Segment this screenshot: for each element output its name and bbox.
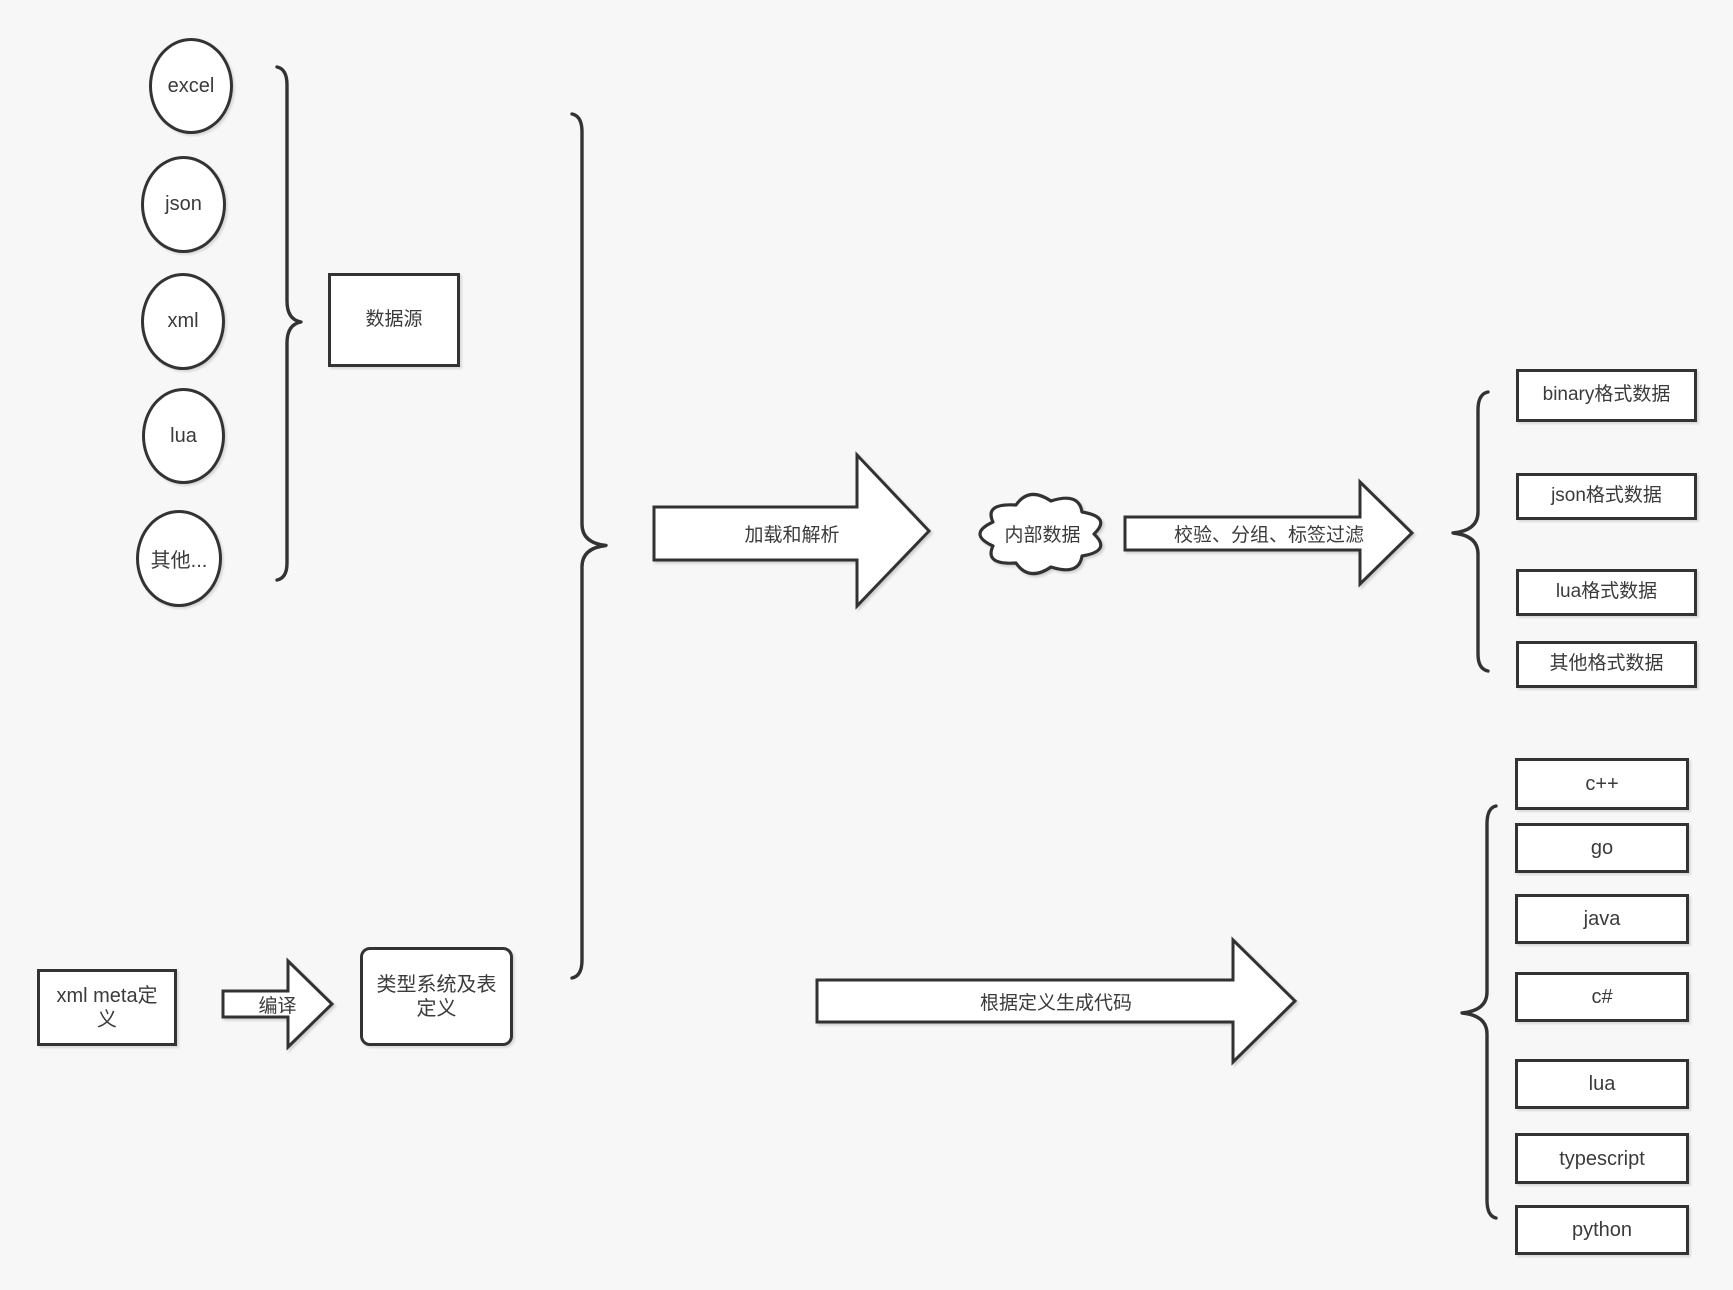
data-source-box: 数据源 xyxy=(328,273,460,367)
formats-brace xyxy=(1451,390,1490,673)
format-box-other: 其他格式数据 xyxy=(1516,641,1697,688)
lang-box-typescript: typescript xyxy=(1515,1133,1689,1184)
load-parse-arrow xyxy=(652,451,932,610)
filter-arrow xyxy=(1123,478,1415,588)
compile-arrow-label: 编译 xyxy=(258,996,297,1017)
type-system-label: 类型系统及表定义 xyxy=(376,973,497,1020)
meta-definition-box: xml meta定义 xyxy=(37,969,177,1046)
compile-arrow xyxy=(221,957,335,1051)
codegen-arrow-label: 根据定义生成代码 xyxy=(979,992,1132,1014)
internal-data-label: 内部数据 xyxy=(1004,525,1081,546)
lang-box-lua: lua xyxy=(1515,1059,1689,1109)
type-system-box: 类型系统及表定义 xyxy=(360,947,513,1046)
load-parse-arrow-label: 加载和解析 xyxy=(744,525,840,546)
source-node-other: 其他... xyxy=(136,510,222,607)
sources-brace xyxy=(275,65,303,582)
inputs-brace xyxy=(570,112,608,980)
codegen-arrow xyxy=(815,936,1298,1066)
languages-brace xyxy=(1460,804,1498,1220)
source-node-excel: excel xyxy=(149,38,233,134)
filter-arrow-label: 校验、分组、标签过滤 xyxy=(1173,525,1364,546)
format-box-lua: lua格式数据 xyxy=(1516,569,1697,616)
format-box-json: json格式数据 xyxy=(1516,473,1697,520)
lang-box-java: java xyxy=(1515,894,1689,944)
source-node-lua: lua xyxy=(142,388,225,484)
lang-box-cpp: c++ xyxy=(1515,758,1689,810)
internal-data-cloud xyxy=(978,492,1103,576)
format-box-binary: binary格式数据 xyxy=(1516,369,1697,422)
lang-box-go: go xyxy=(1515,823,1689,873)
lang-box-python: python xyxy=(1515,1205,1689,1255)
source-node-json: json xyxy=(141,156,226,253)
meta-definition-label: xml meta定义 xyxy=(56,984,158,1031)
source-node-xml: xml xyxy=(141,273,225,370)
lang-box-csharp: c# xyxy=(1515,972,1689,1022)
